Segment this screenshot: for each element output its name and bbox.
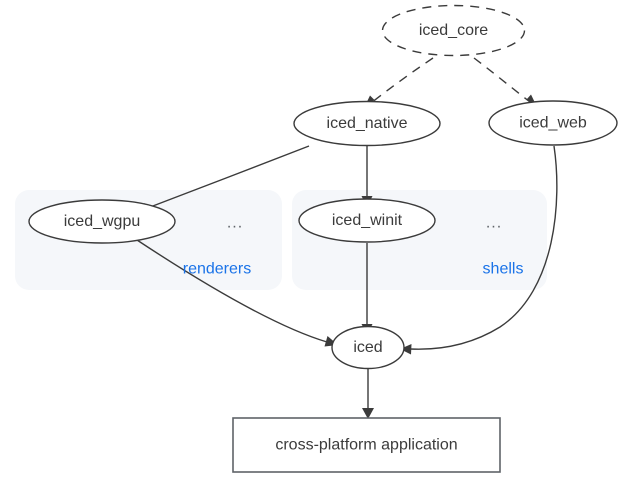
node-application-shape [232,417,501,473]
node-iced-winit[interactable]: iced_winit [298,198,436,243]
node-iced-wgpu[interactable]: iced_wgpu [28,199,176,244]
node-iced-label: iced [353,339,382,356]
node-iced-native-shape [293,100,441,147]
node-iced-native[interactable]: iced_native [293,100,441,147]
node-iced-winit-shape [298,198,436,243]
edge-iced-wgpu-to-iced [136,239,328,343]
node-iced-core-label: iced_core [419,22,488,39]
edge-iced-native-to-iced-wgpu [144,145,310,210]
node-iced-wgpu-shape [28,199,176,244]
cluster-renderers-label: renderers [183,261,251,278]
node-iced-shape [331,325,405,370]
arrowhead-iced-web-to-iced [400,344,412,355]
node-iced-web-shape [488,100,618,146]
node-iced-web[interactable]: iced_web [488,100,618,146]
cluster-shells-ellipsis: ... [486,215,502,232]
node-iced-wgpu-label: iced_wgpu [64,213,141,230]
edge-iced-web-to-iced [409,145,558,350]
node-application-label: cross-platform application [275,437,457,454]
node-iced-native-label: iced_native [327,115,408,132]
cluster-renderers-ellipsis: ... [227,215,243,232]
arrowhead-iced-to-application [362,408,374,419]
node-iced-winit-label: iced_winit [332,212,403,229]
node-application[interactable]: cross-platform application [232,417,501,473]
node-iced-core-shape [381,4,526,57]
node-iced-core[interactable]: iced_core [381,4,526,57]
node-iced[interactable]: iced [331,325,405,370]
node-iced-web-label: iced_web [519,115,587,132]
edge-iced-core-to-iced-web [473,57,531,103]
edge-iced-core-to-iced-native [370,57,434,104]
cluster-shells-label: shells [483,261,524,278]
